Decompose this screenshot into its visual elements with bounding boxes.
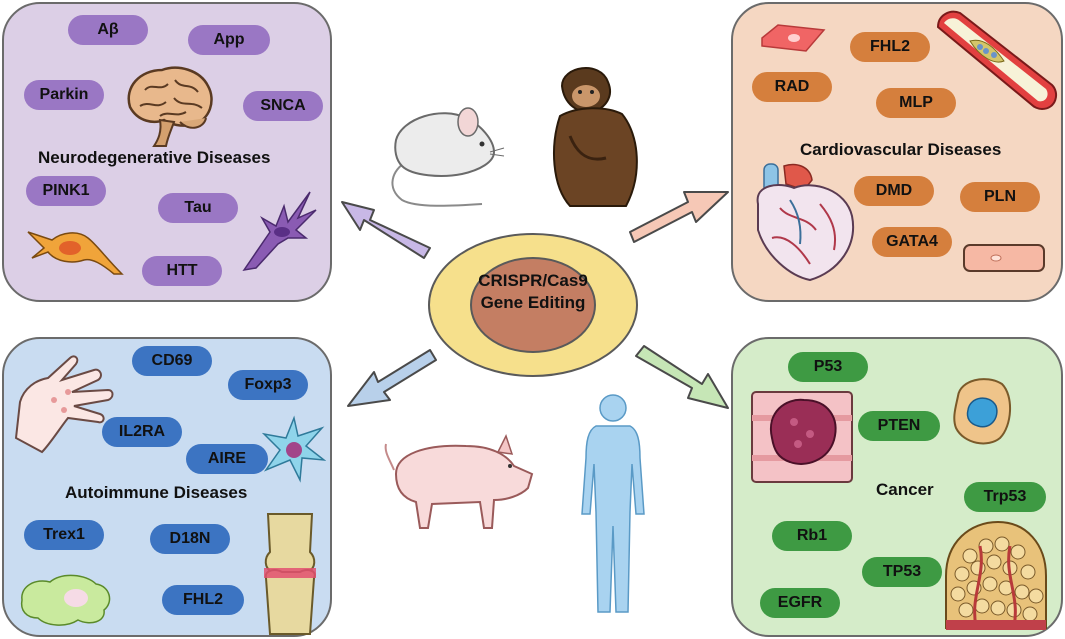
gene-pill-trex1: Trex1 <box>24 520 104 550</box>
gene-pill-cd69: CD69 <box>132 346 212 376</box>
tissue-cells-icon <box>945 520 1047 630</box>
microglia-icon <box>242 191 317 272</box>
gene-pill-parkin: Parkin <box>24 80 104 110</box>
gene-pill-tau: Tau <box>158 193 238 223</box>
arrow-to-neuro-icon <box>341 201 431 259</box>
neuron-icon <box>27 231 124 275</box>
gene-pill-pln: PLN <box>960 182 1040 212</box>
gene-pill-app: App <box>188 25 270 55</box>
gene-pill-pink1: PINK1 <box>26 176 106 206</box>
gene-pill-mlp: MLP <box>876 88 956 118</box>
center-label-line2: Gene Editing <box>480 293 586 312</box>
gene-pill-egfr: EGFR <box>760 588 840 618</box>
gene-pill-rad: RAD <box>752 72 832 102</box>
gene-pill-tp53: TP53 <box>862 557 942 587</box>
gene-pill-snca: SNCA <box>243 91 323 121</box>
pig-icon <box>384 434 534 529</box>
hand-icon <box>14 355 114 454</box>
chimpanzee-icon <box>553 67 638 207</box>
gene-pill-p53: P53 <box>788 352 868 382</box>
gene-pill-gata4: GATA4 <box>872 227 952 257</box>
cancer-cell-icon <box>953 378 1012 445</box>
crispr-center-ellipse <box>428 233 638 377</box>
crispr-center-label: CRISPR/Cas9 Gene Editing <box>473 270 593 314</box>
macrophage-icon <box>20 574 111 626</box>
gene-pill-fhl2-cardio: FHL2 <box>850 32 930 62</box>
gene-pill-aire: AIRE <box>186 444 268 474</box>
cancer-title: Cancer <box>876 480 934 499</box>
gene-pill-htt: HTT <box>142 256 222 286</box>
autoimmune-title: Autoimmune Diseases <box>65 483 248 502</box>
gene-pill-dmd: DMD <box>854 176 934 206</box>
cardiomyocyte-icon <box>761 24 826 52</box>
arrow-to-auto-icon <box>347 349 437 407</box>
gene-pill-pten: PTEN <box>858 411 940 441</box>
dendritic-cell-icon <box>262 415 326 483</box>
gene-pill-trp53: Trp53 <box>964 482 1046 512</box>
center-label-line1: CRISPR/Cas9 <box>478 271 588 290</box>
gene-pill-abeta: Aβ <box>68 15 148 45</box>
arrow-to-cardio-icon <box>629 191 729 243</box>
gene-pill-d18n: D18N <box>150 524 230 554</box>
human-icon <box>581 394 645 613</box>
heart-icon <box>756 163 855 282</box>
artery-icon <box>936 10 1058 111</box>
vessel-cell-icon <box>963 244 1045 272</box>
brain-icon <box>127 66 213 147</box>
gene-pill-il2ra: IL2RA <box>102 417 182 447</box>
arrow-to-cancer-icon <box>635 345 729 409</box>
gene-pill-foxp3: Foxp3 <box>228 370 308 400</box>
neurodegenerative-title: Neurodegenerative Diseases <box>38 148 271 167</box>
joint-icon <box>264 513 316 635</box>
gene-pill-fhl2-auto: FHL2 <box>162 585 244 615</box>
mouse-icon <box>391 107 505 207</box>
gene-pill-rb1: Rb1 <box>772 521 852 551</box>
tumor-tissue-icon <box>751 391 853 483</box>
cardiovascular-title: Cardiovascular Diseases <box>800 140 1002 159</box>
